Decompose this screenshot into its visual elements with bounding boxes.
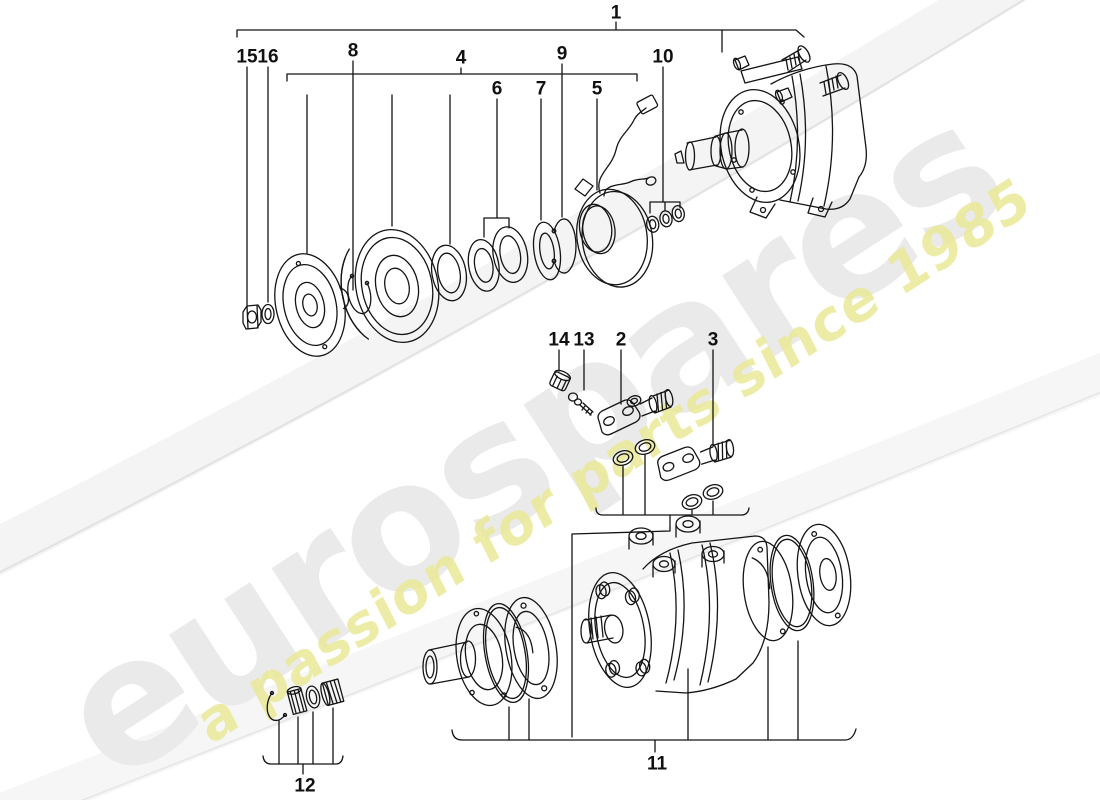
compressor-11-drawing <box>580 515 852 694</box>
part-label-7: 7 <box>535 78 547 100</box>
circlip-8-drawing <box>347 273 372 315</box>
valve-core-13-drawing <box>567 392 594 416</box>
fitting-3-drawing <box>657 438 735 482</box>
nut-15-drawing <box>242 304 262 330</box>
bearings-6-drawing <box>467 226 529 292</box>
pulley-drawing <box>340 228 440 344</box>
part-label-1: 1 <box>610 2 622 24</box>
compressor-1-drawing <box>674 45 867 219</box>
fitting-2-drawing <box>597 389 674 436</box>
part-label-2: 2 <box>615 329 627 351</box>
part-label-10: 10 <box>652 46 674 68</box>
part-label-9: 9 <box>556 43 568 65</box>
part-label-4: 4 <box>455 47 467 69</box>
reference-lines <box>236 21 857 775</box>
part-label-8: 8 <box>347 40 359 62</box>
seal-7-drawing <box>532 221 562 281</box>
fitting-orings-drawing <box>612 439 724 510</box>
washer-16-drawing <box>261 303 275 325</box>
hub-assembly-drawing <box>422 596 558 707</box>
clutch-plate-drawing <box>274 253 350 357</box>
part-label-16: 16 <box>257 46 279 68</box>
part-label-14: 14 <box>548 329 570 351</box>
cap-14-drawing <box>549 369 572 392</box>
orings-10-drawing <box>645 205 685 233</box>
part-label-15: 15 <box>236 46 258 68</box>
part-label-5: 5 <box>591 78 603 100</box>
bearing-race-drawing <box>430 244 468 302</box>
snapring-9-drawing <box>551 218 577 274</box>
part-label-6: 6 <box>491 78 503 100</box>
coil-5-drawing <box>574 94 659 288</box>
part-label-13: 13 <box>573 329 595 351</box>
part-label-11: 11 <box>646 753 668 775</box>
seal-kit-12-drawing <box>266 678 345 722</box>
part-label-12: 12 <box>294 775 316 797</box>
part-label-3: 3 <box>707 329 719 351</box>
